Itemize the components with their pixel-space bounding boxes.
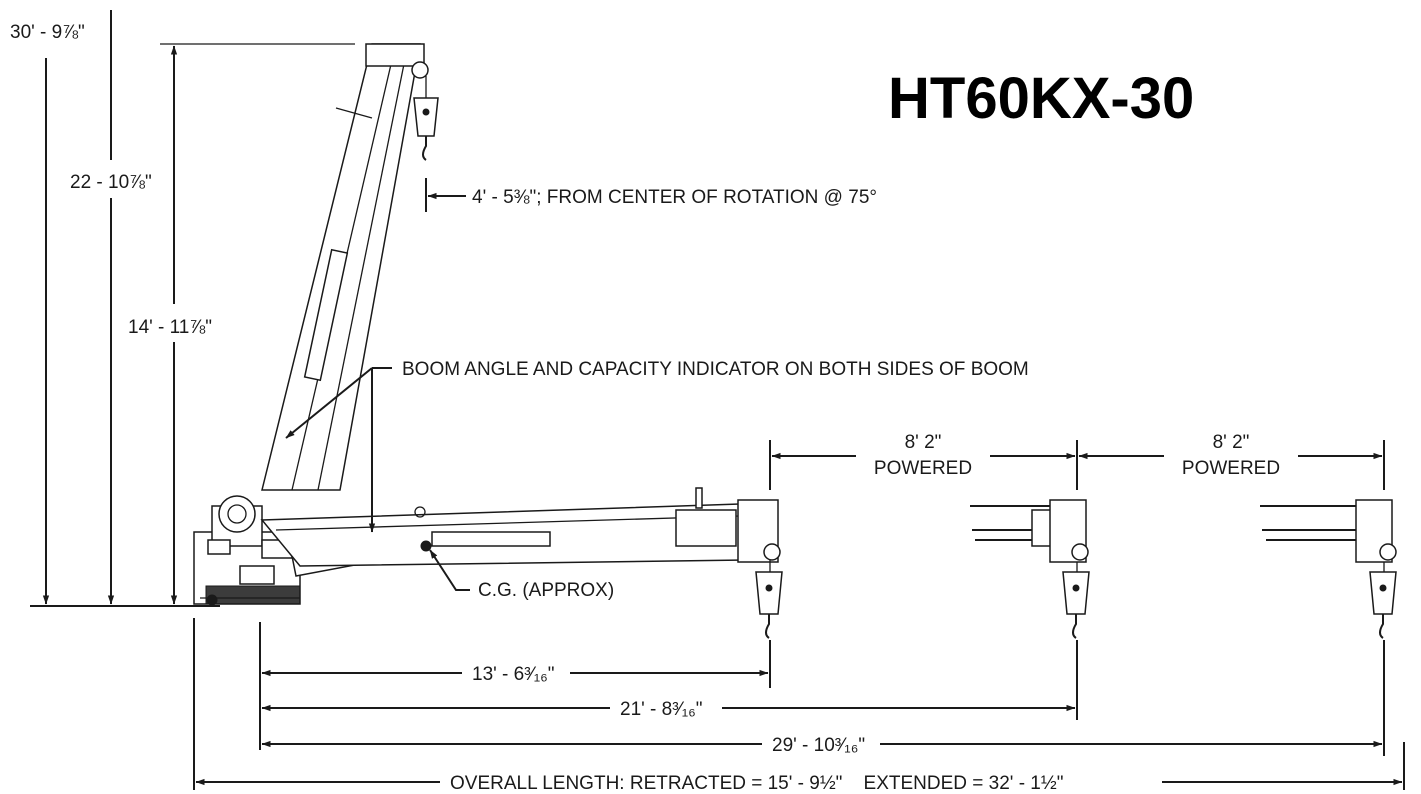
- boom-tip-first-extension: [970, 499, 1089, 563]
- extension-2-length: 8' 2": [1213, 432, 1250, 453]
- hook-block-raised: [413, 76, 439, 161]
- reach-extension-lines: [193, 618, 1405, 790]
- ground-lines: [30, 43, 355, 607]
- height-lower-label: 14' - 11⅞": [128, 317, 212, 338]
- indicator-note-label: BOOM ANGLE AND CAPACITY INDICATOR ON BOT…: [402, 359, 1029, 380]
- reach-dimension-second-extension: 29' - 10³⁄₁₆": [261, 735, 1383, 756]
- hook-block-second-extension: [1369, 560, 1397, 639]
- extension-1-label: POWERED: [874, 458, 972, 479]
- hook-block-retracted: [755, 560, 783, 639]
- height-upper-label: 22 - 10⅞": [70, 172, 152, 193]
- reach-first-extension-label: 21' - 8³⁄₁₆": [620, 699, 703, 720]
- height-dimension-upper: 22 - 10⅞": [70, 10, 152, 605]
- height-dimension-lower: 14' - 11⅞": [128, 45, 212, 605]
- overall-length-dimension: OVERALL LENGTH: RETRACTED = 15' - 9½" EX…: [195, 773, 1403, 794]
- cg-note: C.G. (APPROX): [420, 540, 614, 601]
- boom-tip-second-extension: [1260, 499, 1397, 563]
- indicator-note: BOOM ANGLE AND CAPACITY INDICATOR ON BOT…: [285, 359, 1029, 533]
- extension-dimension-1: 8' 2" POWERED: [769, 432, 1078, 490]
- cg-label: C.G. (APPROX): [478, 580, 614, 601]
- model-title: HT60KX-30: [888, 66, 1194, 131]
- hook-block-first-extension: [1062, 560, 1090, 639]
- extension-1-length: 8' 2": [905, 432, 942, 453]
- reach-dimension-retracted: 13' - 6³⁄₁₆": [261, 664, 769, 685]
- extension-dimension-2: 8' 2" POWERED: [1078, 432, 1385, 490]
- horizontal-boom: [260, 487, 781, 567]
- reach-second-extension-label: 29' - 10³⁄₁₆": [772, 735, 865, 756]
- height-dimension-total: 30' - 9⅞": [10, 22, 85, 605]
- reach-dimension-first-extension: 21' - 8³⁄₁₆": [261, 699, 1076, 720]
- extension-2-label: POWERED: [1182, 458, 1280, 479]
- crane-base: [193, 495, 301, 606]
- radius-note-label: 4' - 5⅜"; FROM CENTER OF ROTATION @ 75°: [472, 187, 877, 208]
- reach-retracted-label: 13' - 6³⁄₁₆": [472, 664, 555, 685]
- raised-boom: [261, 43, 429, 491]
- height-total-label: 30' - 9⅞": [10, 22, 85, 43]
- overall-length-label: OVERALL LENGTH: RETRACTED = 15' - 9½" EX…: [450, 773, 1063, 794]
- radius-note: 4' - 5⅜"; FROM CENTER OF ROTATION @ 75°: [425, 178, 877, 212]
